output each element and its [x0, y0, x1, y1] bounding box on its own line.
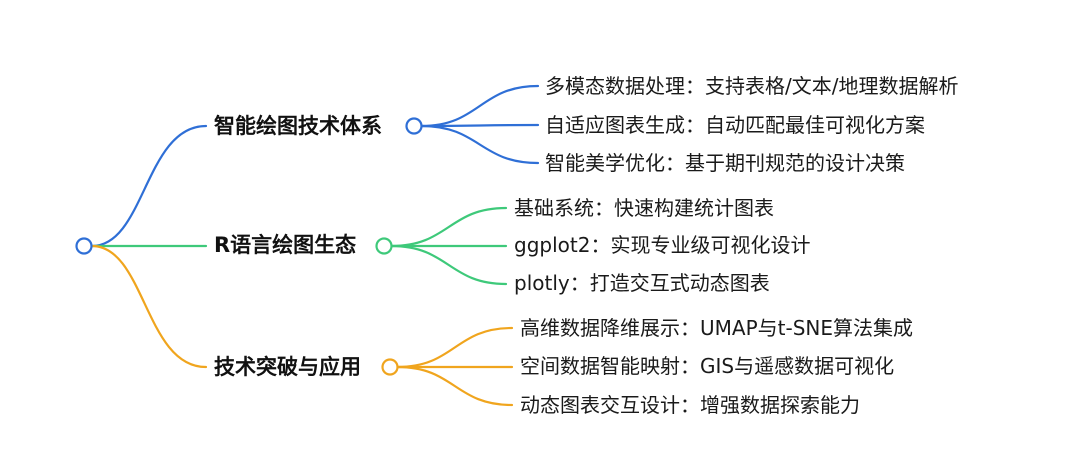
- leaf-spatial-mapping[interactable]: 空间数据智能映射：GIS与遥感数据可视化: [520, 354, 895, 378]
- leaf-dimensionality-reduction[interactable]: 高维数据降维展示：UMAP与t-SNE算法集成: [520, 316, 913, 340]
- leaf-ggplot2[interactable]: ggplot2：实现专业级可视化设计: [514, 233, 811, 257]
- branch-title-r-ecosystem[interactable]: R语言绘图生态: [214, 233, 357, 257]
- branch-title-tech-system[interactable]: 智能绘图技术体系: [214, 114, 382, 138]
- branch-node-circle[interactable]: [375, 237, 393, 255]
- branch-to-leaf-connector: [390, 206, 508, 248]
- branch-title-breakthrough[interactable]: 技术突破与应用: [214, 355, 361, 379]
- leaf-aesthetic-optimization[interactable]: 智能美学优化：基于期刊规范的设计决策: [545, 151, 905, 175]
- branch-to-leaf-connector: [420, 124, 540, 165]
- root-to-branch-connector: [90, 244, 208, 369]
- root-node-circle[interactable]: [75, 237, 93, 255]
- leaf-dynamic-interaction[interactable]: 动态图表交互设计：增强数据探索能力: [520, 393, 860, 417]
- leaf-multimodal-data[interactable]: 多模态数据处理：支持表格/文本/地理数据解析: [545, 74, 959, 98]
- branch-to-leaf-connector: [420, 84, 540, 128]
- leaf-base-system[interactable]: 基础系统：快速构建统计图表: [514, 196, 774, 220]
- leaf-plotly[interactable]: plotly：打造交互式动态图表: [514, 271, 770, 295]
- branch-to-leaf-connector: [396, 326, 514, 369]
- leaf-adaptive-chart[interactable]: 自适应图表生成：自动匹配最佳可视化方案: [545, 113, 925, 137]
- branch-node-circle[interactable]: [405, 117, 423, 135]
- branch-to-leaf-connector: [390, 244, 508, 286]
- root-to-branch-connector: [90, 124, 208, 248]
- branch-to-leaf-connector: [396, 365, 514, 407]
- branch-node-circle[interactable]: [381, 358, 399, 376]
- branch-to-leaf-connector: [420, 123, 540, 128]
